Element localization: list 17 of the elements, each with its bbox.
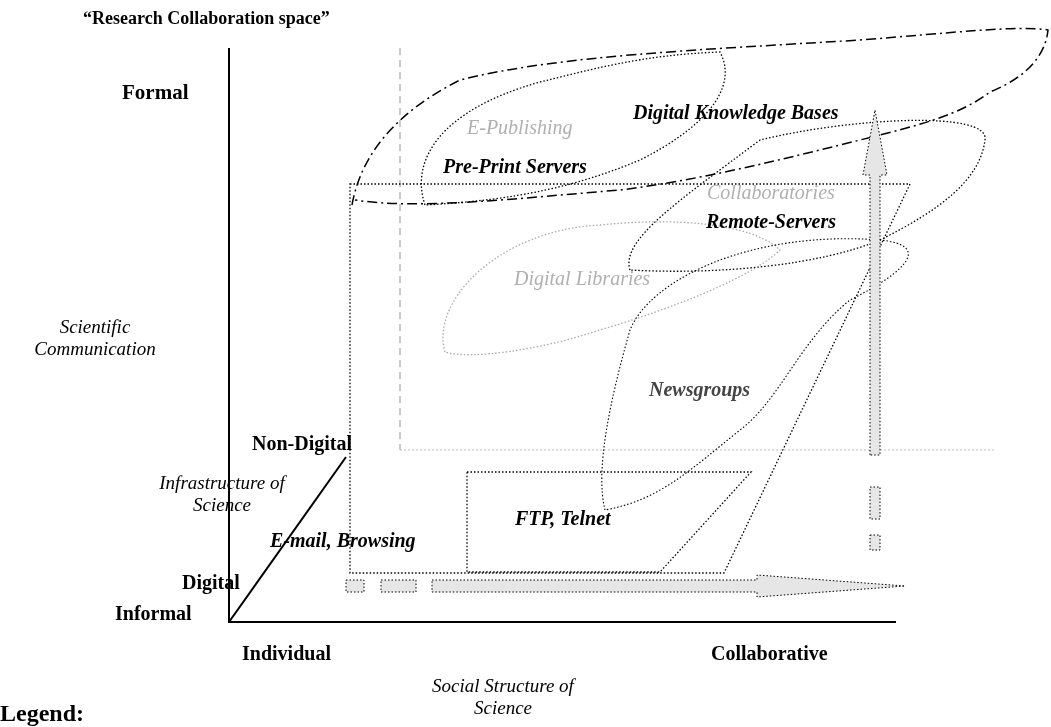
axis-label: Collaborative bbox=[711, 642, 828, 665]
region-label: Newsgroups bbox=[649, 378, 751, 401]
axis-label: Formal bbox=[122, 80, 189, 105]
region-label: FTP, Telnet bbox=[515, 507, 611, 530]
legend-heading: Legend: bbox=[0, 700, 84, 727]
diagram-title: “Research Collaboration space” bbox=[83, 8, 330, 29]
axis-label: Non-Digital bbox=[252, 432, 352, 455]
region-label: Digital Libraries bbox=[514, 267, 651, 290]
region-label: Pre-Print Servers bbox=[443, 155, 587, 178]
region-label: E-Publishing bbox=[467, 116, 573, 139]
region-label: Digital Knowledge Bases bbox=[633, 101, 839, 124]
axis-title: Social Structure of Science bbox=[431, 675, 577, 719]
axis-label: Informal bbox=[115, 602, 192, 625]
axis-title: Scientific Communication bbox=[33, 316, 157, 360]
axis-label: Individual bbox=[242, 642, 331, 665]
region-label: Remote-Servers bbox=[706, 210, 836, 233]
region-label: Collaboratories bbox=[707, 181, 835, 204]
